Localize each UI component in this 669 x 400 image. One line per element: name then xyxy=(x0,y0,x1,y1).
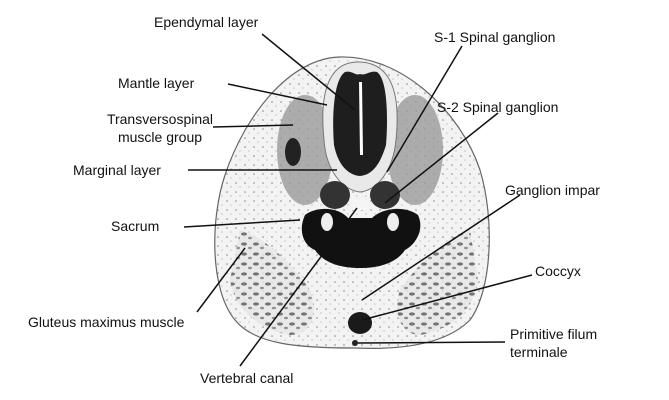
transversospinal-left xyxy=(277,95,333,205)
central-canal xyxy=(359,82,363,155)
leader-mantle xyxy=(227,83,328,106)
leader-s2 xyxy=(384,112,499,204)
dark-vessel xyxy=(285,138,301,166)
label-filum-line1: Primitive filum xyxy=(510,326,598,342)
leader-vertebral-canal xyxy=(239,207,358,367)
label-coccyx: Coccyx xyxy=(535,263,581,279)
leader-sacrum xyxy=(183,219,301,228)
sacrum-left-hole xyxy=(321,213,333,231)
transversospinal-right xyxy=(387,95,443,205)
label-marginal-layer: Marginal layer xyxy=(73,162,161,178)
label-s1-spinal-ganglion: S-1 Spinal ganglion xyxy=(434,29,556,45)
sacrum-right-hole xyxy=(387,213,399,231)
ganglion-right xyxy=(370,181,400,209)
leader-lines xyxy=(183,33,533,367)
leader-gluteus xyxy=(196,247,246,313)
label-mantle-layer: Mantle layer xyxy=(118,75,195,91)
gluteus-left xyxy=(230,230,314,335)
label-ganglion-impar: Ganglion impar xyxy=(505,182,600,198)
label-ependymal-layer: Ependymal layer xyxy=(154,14,259,30)
label-sacrum: Sacrum xyxy=(111,218,160,234)
label-primitive-filum-terminale: Primitive filum terminale xyxy=(510,325,597,361)
coccyx-shape xyxy=(348,312,372,334)
label-transversospinal: Transversospinal muscle group xyxy=(106,110,214,146)
label-s2-spinal-ganglion: S-2 Spinal ganglion xyxy=(437,99,559,115)
leader-s1 xyxy=(386,45,463,173)
gluteus-right xyxy=(397,230,478,335)
leader-filum xyxy=(357,341,506,344)
filum-shape xyxy=(352,340,358,346)
ganglion-left xyxy=(320,181,350,209)
leader-ependymal xyxy=(261,33,356,111)
label-transversospinal-line1: Transversospinal xyxy=(106,111,214,127)
label-vertebral-canal: Vertebral canal xyxy=(200,370,294,386)
vertebral-canal-shape xyxy=(352,200,368,210)
leader-ganglion-impar xyxy=(361,194,521,301)
label-filum-line2: terminale xyxy=(510,344,568,360)
leader-coccyx xyxy=(361,274,533,321)
label-gluteus-maximus: Gluteus maximus muscle xyxy=(28,314,185,330)
label-transversospinal-line2: muscle group xyxy=(117,129,203,145)
leader-transversospinal xyxy=(212,124,294,128)
